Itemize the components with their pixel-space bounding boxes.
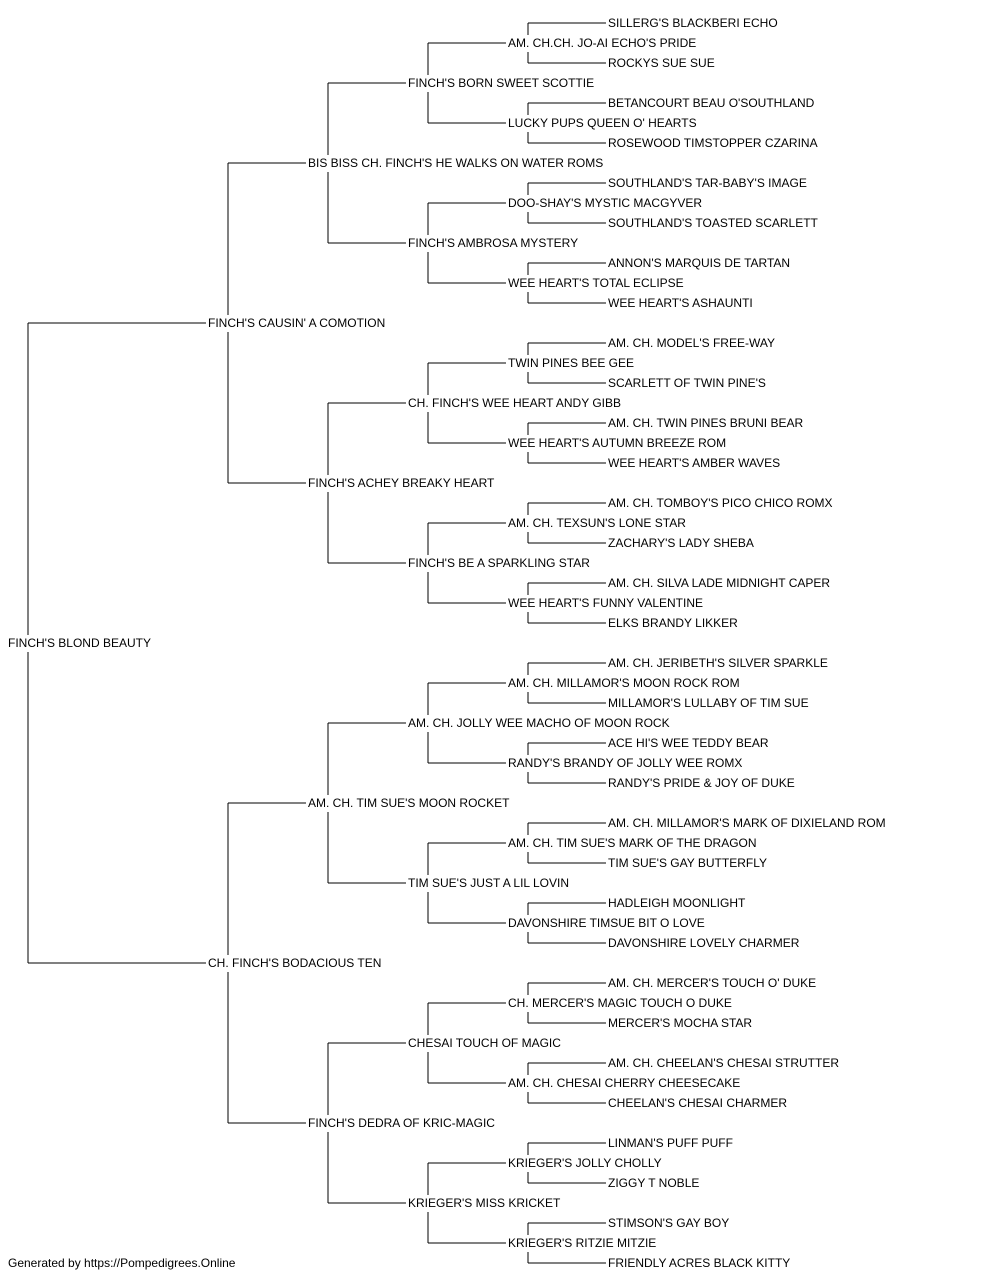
ggg-grandparent-name: DAVONSHIRE LOVELY CHARMER — [608, 936, 800, 950]
ggg-grandparent-name: ROCKYS SUE SUE — [608, 56, 715, 70]
ggg-grandparent-name: STIMSON'S GAY BOY — [608, 1216, 729, 1230]
ggg-grandparent-name: CHEELAN'S CHESAI CHARMER — [608, 1096, 787, 1110]
ggg-grandparent-name: ANNON'S MARQUIS DE TARTAN — [608, 256, 790, 270]
gg-grandparent-name: CH. MERCER'S MAGIC TOUCH O DUKE — [508, 996, 732, 1010]
gg-grandparent-name: AM. CH. TIM SUE'S MARK OF THE DRAGON — [508, 836, 757, 850]
ggg-grandparent-name: AM. CH. MODEL'S FREE-WAY — [608, 336, 775, 350]
ggg-grandparent-name: ROSEWOOD TIMSTOPPER CZARINA — [608, 136, 818, 150]
gg-grandparent-name: KRIEGER'S RITZIE MITZIE — [508, 1236, 656, 1250]
ggg-grandparent-name: LINMAN'S PUFF PUFF — [608, 1136, 733, 1150]
gg-grandparent-name: TWIN PINES BEE GEE — [508, 356, 634, 370]
ggg-grandparent-name: SOUTHLAND'S TOASTED SCARLETT — [608, 216, 819, 230]
great-grandparent-name: CH. FINCH'S WEE HEART ANDY GIBB — [408, 396, 621, 410]
generated-by-footer: Generated by https://Pompedigrees.Online — [8, 1256, 236, 1270]
gg-grandparent-name: WEE HEART'S FUNNY VALENTINE — [508, 596, 703, 610]
great-grandparent-name: TIM SUE'S JUST A LIL LOVIN — [408, 876, 569, 890]
ggg-grandparent-name: AM. CH. JERIBETH'S SILVER SPARKLE — [608, 656, 828, 670]
ggg-grandparent-name: BETANCOURT BEAU O'SOUTHLAND — [608, 96, 815, 110]
ggg-grandparent-name: SCARLETT OF TWIN PINE'S — [608, 376, 766, 390]
ggg-grandparent-name: RANDY'S PRIDE & JOY OF DUKE — [608, 776, 795, 790]
ggg-grandparent-name: SILLERG'S BLACKBERI ECHO — [608, 16, 778, 30]
ggg-grandparent-name: ACE HI'S WEE TEDDY BEAR — [608, 736, 769, 750]
gg-grandparent-name: WEE HEART'S TOTAL ECLIPSE — [508, 276, 684, 290]
ggg-grandparent-name: AM. CH. CHEELAN'S CHESAI STRUTTER — [608, 1056, 839, 1070]
grandparent-name: FINCH'S DEDRA OF KRIC-MAGIC — [308, 1116, 495, 1130]
ggg-grandparent-name: WEE HEART'S ASHAUNTI — [608, 296, 753, 310]
parent-name: CH. FINCH'S BODACIOUS TEN — [208, 956, 381, 970]
subject-name: FINCH'S BLOND BEAUTY — [8, 636, 151, 650]
ggg-grandparent-name: AM. CH. SILVA LADE MIDNIGHT CAPER — [608, 576, 830, 590]
gg-grandparent-name: DAVONSHIRE TIMSUE BIT O LOVE — [508, 916, 705, 930]
great-grandparent-name: KRIEGER'S MISS KRICKET — [408, 1196, 561, 1210]
gg-grandparent-name: LUCKY PUPS QUEEN O' HEARTS — [508, 116, 697, 130]
ggg-grandparent-name: AM. CH. MILLAMOR'S MARK OF DIXIELAND ROM — [608, 816, 886, 830]
gg-grandparent-name: WEE HEART'S AUTUMN BREEZE ROM — [508, 436, 726, 450]
gg-grandparent-name: DOO-SHAY'S MYSTIC MACGYVER — [508, 196, 702, 210]
gg-grandparent-name: RANDY'S BRANDY OF JOLLY WEE ROMX — [508, 756, 742, 770]
ggg-grandparent-name: WEE HEART'S AMBER WAVES — [608, 456, 780, 470]
great-grandparent-name: AM. CH. JOLLY WEE MACHO OF MOON ROCK — [408, 716, 670, 730]
ggg-grandparent-name: AM. CH. MERCER'S TOUCH O' DUKE — [608, 976, 816, 990]
gg-grandparent-name: KRIEGER'S JOLLY CHOLLY — [508, 1156, 662, 1170]
grandparent-name: BIS BISS CH. FINCH'S HE WALKS ON WATER R… — [308, 156, 603, 170]
ggg-grandparent-name: SOUTHLAND'S TAR-BABY'S IMAGE — [608, 176, 807, 190]
grandparent-name: AM. CH. TIM SUE'S MOON ROCKET — [308, 796, 510, 810]
ggg-grandparent-name: MERCER'S MOCHA STAR — [608, 1016, 752, 1030]
grandparent-name: FINCH'S ACHEY BREAKY HEART — [308, 476, 495, 490]
parent-name: FINCH'S CAUSIN' A COMOTION — [208, 316, 385, 330]
gg-grandparent-name: AM. CH. TEXSUN'S LONE STAR — [508, 516, 686, 530]
ggg-grandparent-name: FRIENDLY ACRES BLACK KITTY — [608, 1256, 790, 1270]
ggg-grandparent-name: HADLEIGH MOONLIGHT — [608, 896, 746, 910]
ggg-grandparent-name: ZACHARY'S LADY SHEBA — [608, 536, 754, 550]
ggg-grandparent-name: AM. CH. TWIN PINES BRUNI BEAR — [608, 416, 803, 430]
ggg-grandparent-name: ELKS BRANDY LIKKER — [608, 616, 738, 630]
gg-grandparent-name: AM. CH.CH. JO-AI ECHO'S PRIDE — [508, 36, 696, 50]
great-grandparent-name: CHESAI TOUCH OF MAGIC — [408, 1036, 561, 1050]
ggg-grandparent-name: TIM SUE'S GAY BUTTERFLY — [608, 856, 767, 870]
ggg-grandparent-name: MILLAMOR'S LULLABY OF TIM SUE — [608, 696, 809, 710]
great-grandparent-name: FINCH'S AMBROSA MYSTERY — [408, 236, 578, 250]
great-grandparent-name: FINCH'S BORN SWEET SCOTTIE — [408, 76, 594, 90]
great-grandparent-name: FINCH'S BE A SPARKLING STAR — [408, 556, 590, 570]
gg-grandparent-name: AM. CH. MILLAMOR'S MOON ROCK ROM — [508, 676, 740, 690]
gg-grandparent-name: AM. CH. CHESAI CHERRY CHEESECAKE — [508, 1076, 740, 1090]
ggg-grandparent-name: AM. CH. TOMBOY'S PICO CHICO ROMX — [608, 496, 833, 510]
ggg-grandparent-name: ZIGGY T NOBLE — [608, 1176, 699, 1190]
